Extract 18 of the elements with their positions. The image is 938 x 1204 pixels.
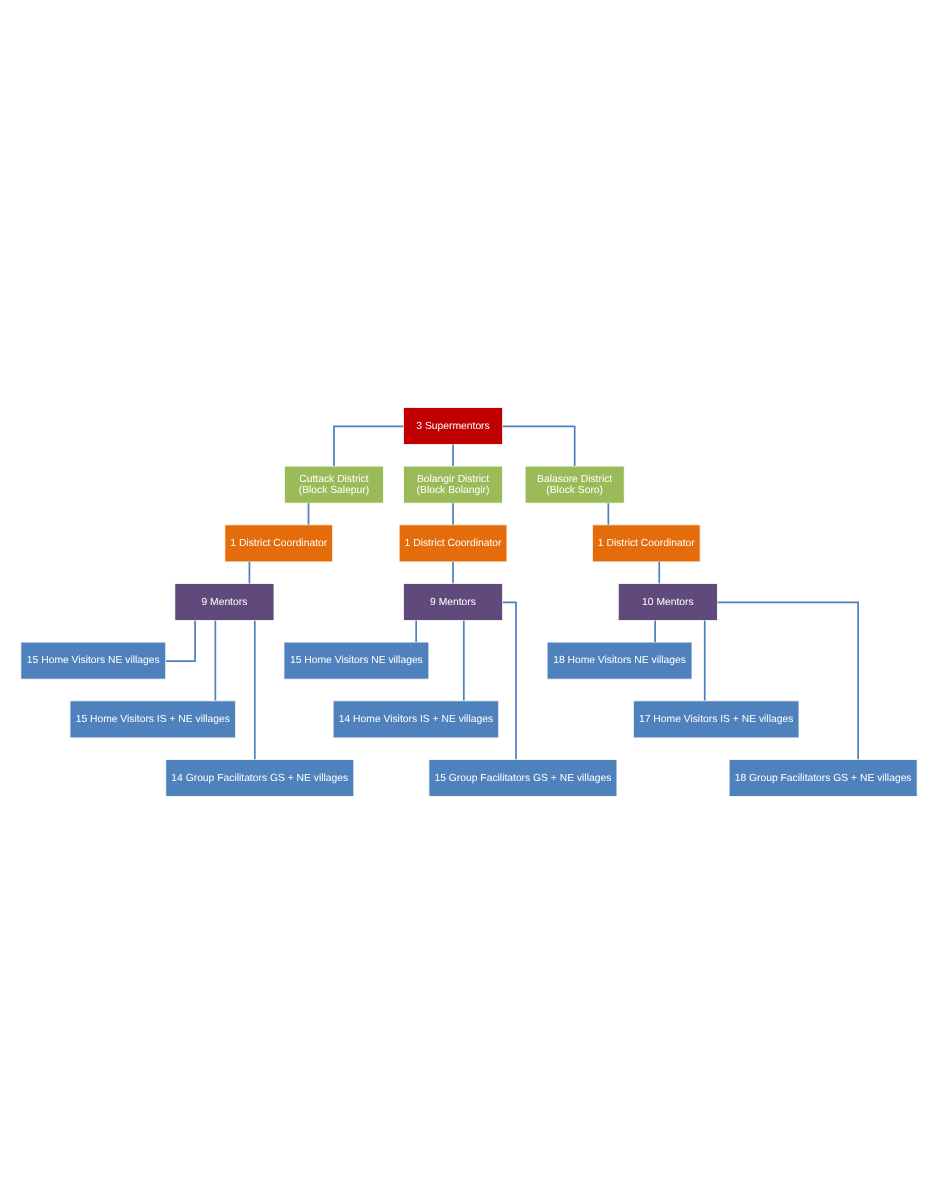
connector <box>501 601 517 761</box>
connector <box>607 502 610 526</box>
connector <box>502 425 576 467</box>
connector <box>248 561 251 585</box>
connector <box>654 619 656 643</box>
connector <box>333 425 405 467</box>
connector <box>452 561 454 585</box>
connector <box>165 619 196 662</box>
connector <box>716 601 859 761</box>
connector <box>214 619 217 702</box>
connector <box>307 502 310 526</box>
connector <box>253 619 256 761</box>
connector <box>703 619 706 702</box>
connector <box>452 443 454 467</box>
connector <box>462 619 465 702</box>
connector <box>415 619 418 643</box>
connector <box>452 502 454 526</box>
connector <box>658 561 661 585</box>
